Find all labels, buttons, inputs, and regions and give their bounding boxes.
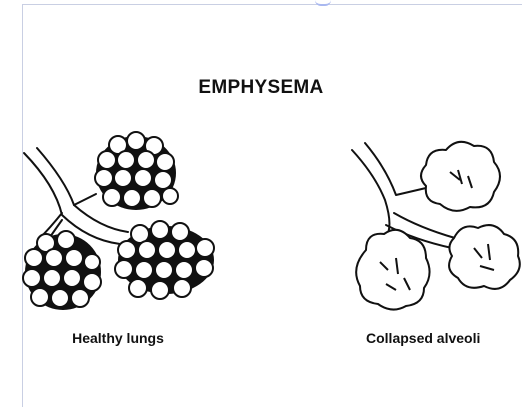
healthy-alveoli-cluster-left: [23, 231, 101, 310]
healthy-alveoli-cluster-top: [95, 132, 178, 210]
collapsed-alveolus-left: [356, 230, 429, 310]
healthy-lungs-label: Healthy lungs: [33, 330, 203, 346]
collapsed-alveolus-top: [421, 142, 500, 211]
collapsed-alveoli-label: Collapsed alveoli: [366, 330, 522, 346]
collapsed-alveolus-right: [449, 225, 520, 289]
healthy-alveoli-cluster-right: [115, 221, 214, 299]
